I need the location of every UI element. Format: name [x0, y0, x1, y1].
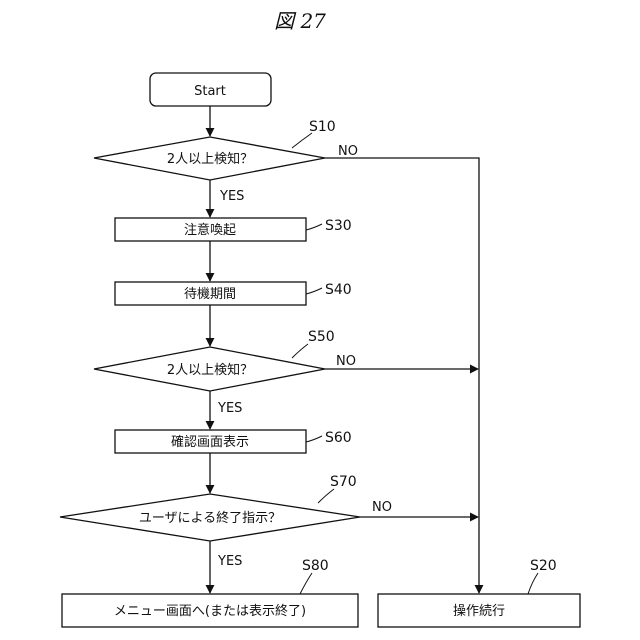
s10-leader: [292, 133, 312, 148]
s50-yes-label: YES: [217, 401, 242, 416]
start-label: Start: [194, 84, 226, 99]
s20-leader: [528, 573, 538, 594]
s80-process-label: メニュー画面へ(または表示終了): [114, 603, 306, 619]
s80-step-label: S80: [302, 558, 329, 574]
s50-leader: [292, 344, 308, 358]
s60-leader: [306, 436, 322, 442]
s70-no-label: NO: [372, 500, 392, 515]
s20-process-label: 操作続行: [453, 603, 505, 619]
s60-step-label: S60: [325, 430, 352, 446]
s40-step-label: S40: [325, 282, 352, 298]
s70-decision-label: ユーザによる終了指示？: [139, 510, 281, 526]
s80-leader: [300, 573, 312, 594]
s30-step-label: S30: [325, 218, 352, 234]
s60-process-label: 確認画面表示: [171, 434, 249, 450]
s50-step-label: S50: [308, 329, 335, 345]
s40-process-label: 待機期間: [184, 287, 236, 302]
s70-step-label: S70: [330, 474, 357, 490]
s70-yes-label: YES: [217, 554, 242, 569]
s30-leader: [306, 224, 322, 230]
s40-leader: [306, 288, 322, 294]
s50-no-label: NO: [336, 354, 356, 369]
s50-decision-label: 2人以上検知？: [167, 362, 253, 378]
s30-process-label: 注意喚起: [184, 222, 236, 238]
s70-leader: [318, 489, 334, 503]
s10-decision-label: 2人以上検知？: [167, 151, 253, 167]
s10-step-label: S10: [309, 119, 336, 135]
figure-title: 図 27: [274, 9, 326, 33]
s10-no-label: NO: [338, 144, 358, 159]
s20-step-label: S20: [530, 558, 557, 574]
s10-yes-label: YES: [219, 189, 244, 204]
